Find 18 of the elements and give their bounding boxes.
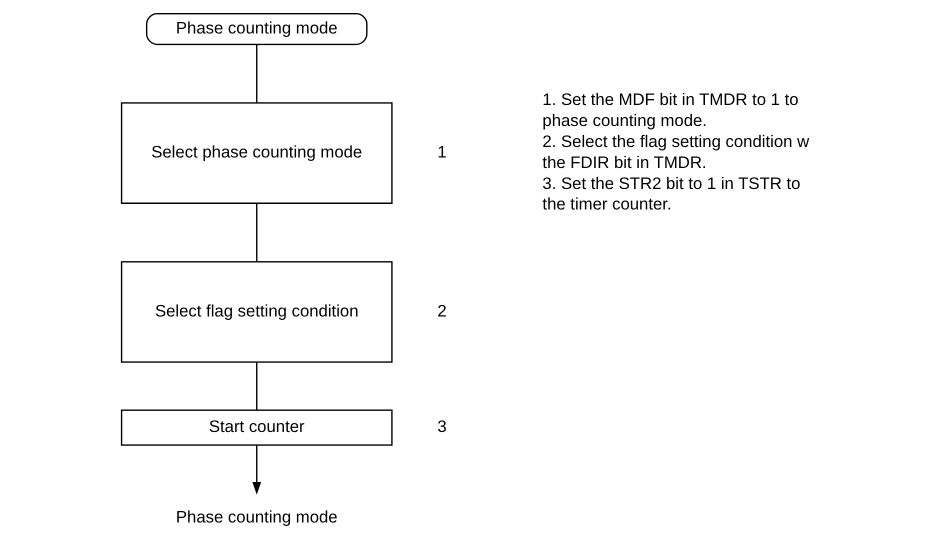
label: 2. Select the flag setting condition w [542, 132, 810, 151]
node-box: Select flag setting condition [120, 261, 393, 363]
connector [256, 362, 258, 410]
connector [256, 44, 258, 103]
label: phase counting mode. [542, 111, 707, 130]
connector [256, 203, 258, 262]
node-label: 3 [437, 416, 447, 436]
label: 3. Set the STR2 bit to 1 in TSTR to [542, 174, 800, 193]
node-label: 1 [437, 142, 447, 162]
node-box: Start counter [120, 410, 393, 446]
label: the FDIR bit in TMDR. [542, 152, 707, 172]
label: 1. Set the MDF bit in TMDR to 1 to [542, 90, 799, 110]
node-box: Phase counting mode [146, 13, 368, 46]
node-label: 2 [437, 301, 447, 320]
node-box: Select phase counting mode [120, 102, 393, 204]
arrow [252, 445, 262, 495]
label: the timer counter. [542, 194, 672, 214]
node-text: Phase counting mode [176, 508, 338, 527]
